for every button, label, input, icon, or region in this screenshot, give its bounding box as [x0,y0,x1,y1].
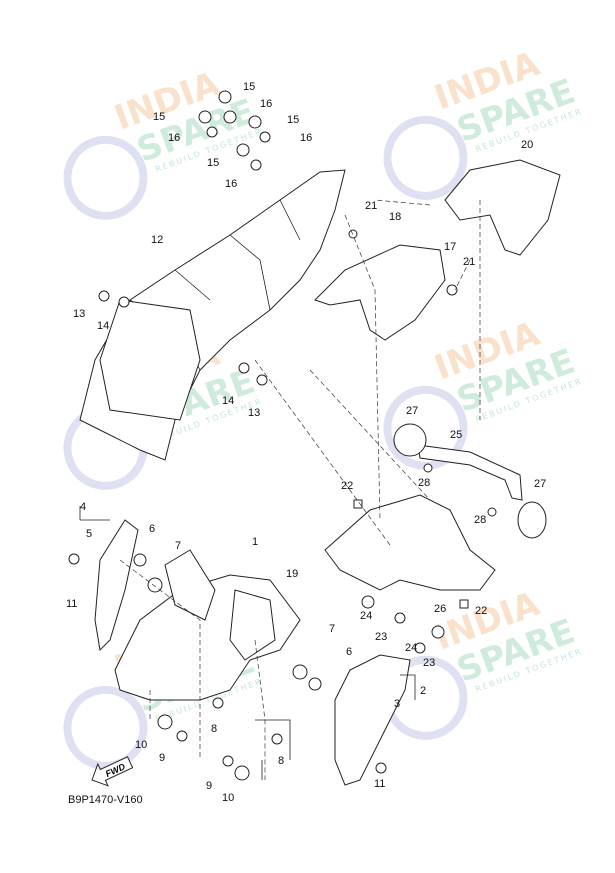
part-label: 25 [450,429,462,441]
part-label: 28 [474,514,486,526]
part-label: 22 [475,605,487,617]
part-label: 18 [389,211,401,223]
part-label: 14 [97,320,109,332]
part-label: 12 [151,234,163,246]
part-label: 27 [406,405,418,417]
diagram-code: B9P1470-V160 [68,794,143,806]
bracket-part-18 [314,244,446,341]
part-label: 13 [248,407,260,419]
part-label: 11 [66,598,77,610]
part-label: 6 [149,523,155,535]
part-label: 24 [405,642,417,654]
part-label: 8 [278,755,284,767]
part-label: 16 [260,98,272,110]
part-label: 17 [444,241,456,253]
part-label: 9 [159,752,165,764]
part-label: 16 [300,132,312,144]
inner-fender-part-19 [324,494,496,591]
part-label: 8 [211,723,217,735]
part-label: 21 [365,200,377,212]
part-label: 15 [287,114,299,126]
part-label: 16 [225,178,237,190]
part-label: 9 [206,780,212,792]
part-label: 3 [394,698,400,710]
part-label: 21 [463,256,475,268]
rear-fender-part [79,169,346,461]
part-label: 15 [207,157,219,169]
forward-arrow-icon: FWD [91,756,134,787]
part-label: 11 [374,778,385,790]
part-label: 24 [360,610,372,622]
part-label: 16 [168,132,180,144]
part-label: 28 [418,477,430,489]
leader-lines [79,199,481,780]
part-label: 23 [423,657,435,669]
part-label: 10 [222,792,234,804]
part-label: 20 [521,139,533,151]
part-labels: 15 15 16 15 16 16 15 16 20 21 18 12 17 2… [66,81,546,804]
part-label: 5 [86,528,92,540]
part-label: 7 [175,540,181,552]
side-cover-part-2 [334,654,411,786]
part-label: 22 [341,480,353,492]
reflector-part-27 [517,501,547,539]
part-label: 4 [80,501,86,513]
part-label: 27 [534,478,546,490]
side-cover-part-4 [94,519,139,652]
part-label: 26 [434,603,446,615]
part-label: 6 [346,646,352,658]
reflector-part-27 [393,423,427,457]
part-label: 2 [420,685,426,697]
part-label: 14 [222,395,234,407]
part-label: 1 [252,536,258,548]
part-label: 15 [153,111,165,123]
part-label: 19 [286,568,298,580]
cover-part-20 [444,159,561,256]
part-label: 23 [375,631,387,643]
bracket-part-25 [417,444,523,501]
fasteners [68,90,497,781]
part-label: 10 [135,739,147,751]
part-label: 15 [243,81,255,93]
part-label: 7 [329,623,335,635]
part-label: 13 [73,308,85,320]
